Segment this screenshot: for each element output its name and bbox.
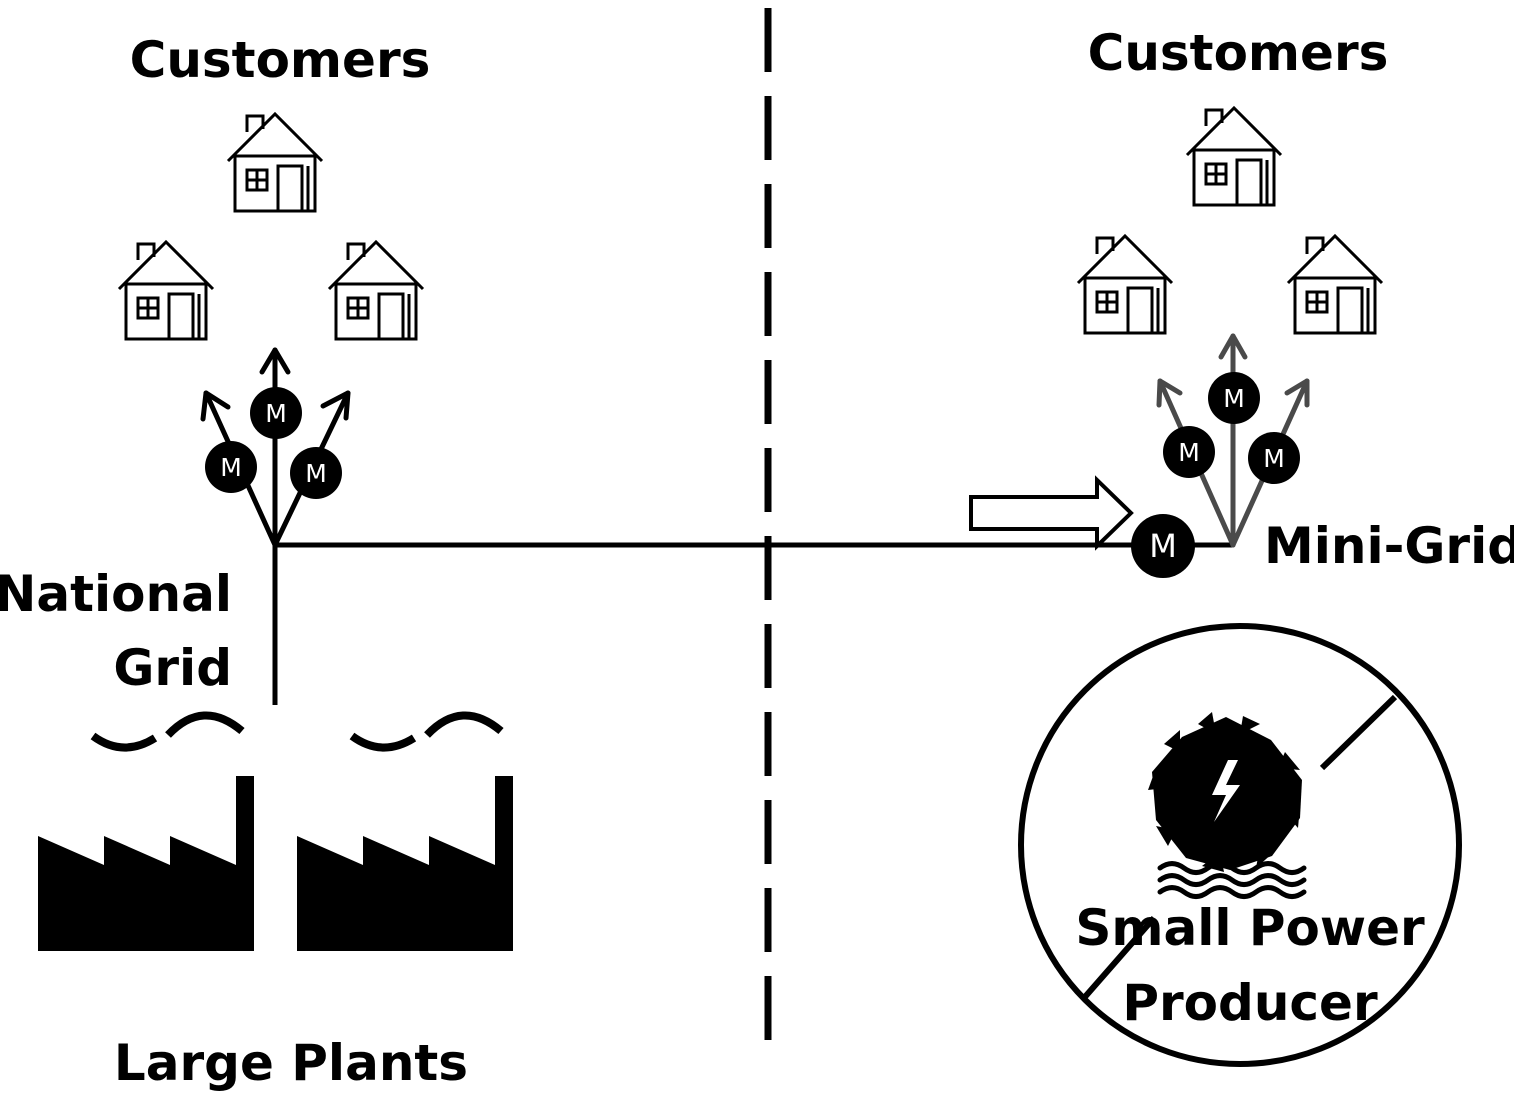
house-icon: [117, 240, 215, 341]
customers-right-label: Customers: [1088, 24, 1389, 82]
mini-grid-distribution-arrows: [1156, 333, 1310, 548]
large-plants-label: Large Plants: [114, 1034, 468, 1092]
hollow-arrow-icon: [969, 475, 1134, 551]
svg-text:M: M: [265, 399, 287, 428]
house-icon: [1185, 106, 1283, 207]
house-icon: [327, 240, 425, 341]
meter: M: [205, 441, 257, 493]
hydro-turbine-icon: [1148, 712, 1307, 899]
national-grid-label-line1: National: [0, 565, 232, 623]
mini-grid-meter: M: [1131, 514, 1195, 578]
mini-grid-label: Mini-Grid: [1264, 517, 1514, 575]
meter: M: [290, 447, 342, 499]
house-icon: [226, 112, 324, 213]
customers-left-label: Customers: [130, 31, 431, 89]
house-icon: [1286, 234, 1384, 335]
meter: M: [1208, 372, 1260, 424]
svg-text:M: M: [1149, 527, 1177, 565]
national-grid-label-line2: Grid: [113, 639, 232, 697]
meter: M: [1163, 426, 1215, 478]
factory-icon: [38, 715, 254, 951]
meter: M: [1248, 432, 1300, 484]
svg-text:M: M: [1263, 444, 1285, 473]
small-power-producer-label-line2: Producer: [1122, 974, 1378, 1032]
svg-text:M: M: [305, 459, 327, 488]
svg-text:M: M: [1223, 384, 1245, 413]
meter: M: [250, 387, 302, 439]
prohibited-icon: [1018, 623, 1462, 1067]
svg-text:M: M: [220, 453, 242, 482]
svg-text:M: M: [1178, 438, 1200, 467]
small-power-producer-label-line1: Small Power: [1075, 899, 1425, 957]
factory-icon: [297, 715, 513, 951]
house-icon: [1076, 234, 1174, 335]
